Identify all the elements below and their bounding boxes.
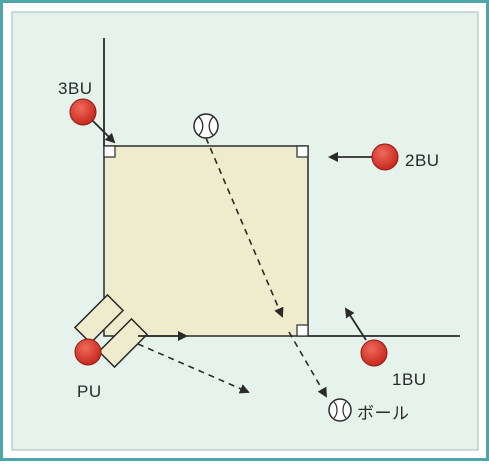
plate-umpire-icon [74,338,102,366]
third-base-umpire-icon [69,98,97,126]
first-base-umpire-label: 1BU [392,370,427,389]
infield-square [103,145,309,337]
second-base-umpire-label: 2BU [405,151,440,170]
second-base-umpire-icon [371,143,399,171]
third-base-umpire-label: 3BU [58,79,93,98]
batter-box-icon [73,293,149,369]
plate-umpire-path-arrow [137,343,250,394]
baseball-landing-icon [328,398,352,422]
second-base-icon [296,145,309,158]
plate-umpire-label: PU [77,382,102,401]
first-base-umpire-icon [360,339,388,367]
first-base-icon [296,324,309,337]
first-base-umpire-arrow [344,307,367,341]
third-base-icon [103,145,116,158]
ball-label: ボール [357,404,410,423]
ball-path-arrow-2 [288,331,328,398]
baseball-icon [193,113,219,139]
